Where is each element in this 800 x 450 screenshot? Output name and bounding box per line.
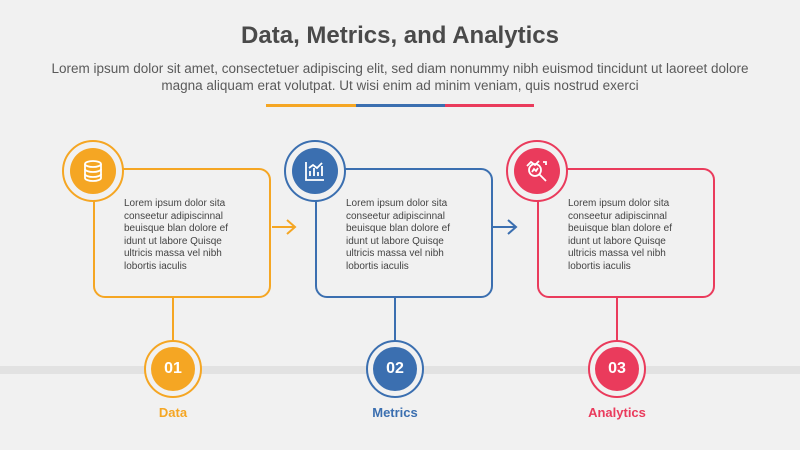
step-box-analytics xyxy=(537,168,715,298)
analytics-magnifier-icon xyxy=(514,148,560,194)
icon-ring-analytics xyxy=(506,140,568,202)
page-title: Data, Metrics, and Analytics xyxy=(241,22,559,49)
step-text-metrics: Lorem ipsum dolor sita conseetur adipisc… xyxy=(346,198,450,272)
step-text-data: Lorem ipsum dolor sita conseetur adipisc… xyxy=(124,198,228,272)
number-ring-analytics: 03 xyxy=(588,340,646,398)
database-icon xyxy=(70,148,116,194)
number-ring-metrics: 02 xyxy=(366,340,424,398)
arrow-right-icon xyxy=(272,219,297,235)
step-number-data: 01 xyxy=(151,347,195,391)
step-label-metrics: Metrics xyxy=(372,405,418,420)
connector-metrics xyxy=(394,298,396,344)
number-ring-data: 01 xyxy=(144,340,202,398)
step-label-data: Data xyxy=(158,405,188,420)
bar-chart-icon xyxy=(292,148,338,194)
page-subtitle: Lorem ipsum dolor sit amet, consectetuer… xyxy=(51,61,749,93)
connector-data xyxy=(172,298,174,344)
icon-ring-data xyxy=(62,140,124,202)
step-label-analytics: Analytics xyxy=(588,405,646,420)
step-box-data xyxy=(93,168,271,298)
divider-red xyxy=(445,104,534,107)
step-number-analytics: 03 xyxy=(595,347,639,391)
step-number-metrics: 02 xyxy=(373,347,417,391)
step-box-metrics xyxy=(315,168,493,298)
divider-orange xyxy=(266,104,356,107)
icon-ring-metrics xyxy=(284,140,346,202)
step-text-analytics: Lorem ipsum dolor sita conseetur adipisc… xyxy=(568,198,672,272)
divider-blue xyxy=(356,104,445,107)
arrow-right-icon xyxy=(493,219,518,235)
connector-analytics xyxy=(616,298,618,344)
